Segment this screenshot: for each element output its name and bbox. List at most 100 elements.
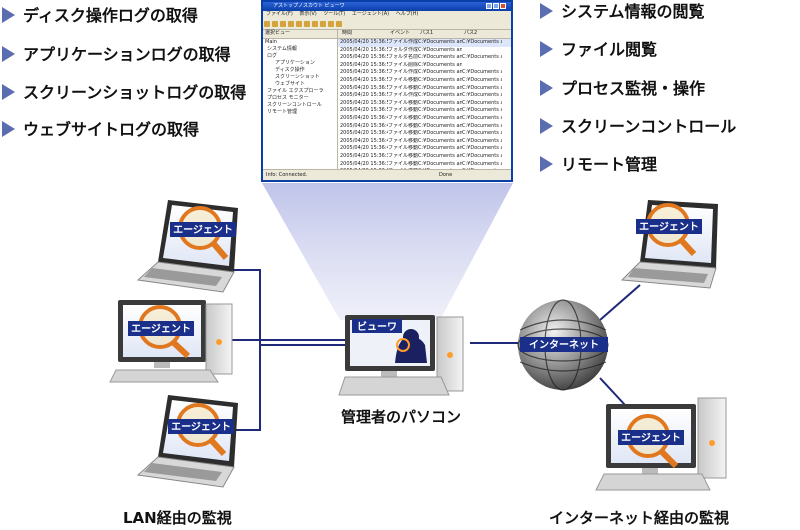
bullet-icon [2,46,15,62]
tree-item[interactable]: ディスク操作 [275,67,305,73]
table-cell: ファイル移動 [388,160,418,167]
bullet-icon [540,80,553,96]
tree-item[interactable]: アプリケーション [275,60,315,66]
table-cell: C:¥Documents and... [418,122,462,129]
tree-item[interactable]: システム情報 [267,46,297,52]
maximize-icon[interactable] [493,3,499,9]
feature-item-right: システム情報の閲覧 [540,2,705,22]
table-cell: ファイル削除 [388,61,418,68]
window-controls [485,3,509,10]
table-header: 時間 イベント パス1 パス2 [338,30,511,39]
internet-label: インターネット [529,339,599,351]
close-icon[interactable] [500,3,506,9]
viewer-statusbar: Info: Connected. Done [263,169,511,180]
table-cell: C:¥Documents and... [462,39,502,45]
tree-header: 選択ビュー [263,30,337,39]
table-cell: ファイル移動 [388,145,418,152]
table-cell: C:¥Documents and... [462,114,502,121]
tree-item[interactable]: スクリーンショット [275,74,320,80]
table-row[interactable]: 2005/04/20 15:36:50ファイル移動C:¥Documents an… [338,107,511,115]
toolbar-icon[interactable] [288,21,294,27]
table-row[interactable]: 2005/04/20 15:36:38ファイル移動C:¥Documents an… [338,153,511,161]
toolbar-icon[interactable] [280,21,286,27]
toolbar-icon[interactable] [264,21,270,27]
bullet-icon [540,118,553,134]
bullet-icon [2,84,15,100]
table-cell: C:¥Documents and... [418,39,462,45]
feature-item-right: ファイル閲覧 [540,40,657,60]
tree-item[interactable]: Main [265,39,277,45]
toolbar-icon[interactable] [328,21,334,27]
status-right: Done [439,172,453,178]
table-cell: C:¥Documents and... [462,69,502,76]
table-cell: ファイル移動 [388,152,418,159]
toolbar-icon[interactable] [272,21,278,27]
menu-agent[interactable]: エージェント(A) [351,11,390,17]
table-row[interactable]: 2005/04/20 15:36:52ファイル作成C:¥Documents an… [338,92,511,100]
table-row[interactable]: 2005/04/20 15:36:42ファイル移動C:¥Documents an… [338,138,511,146]
table-cell: 2005/04/20 15:36:58 [340,39,388,45]
table-cell: C:¥Documents and... [418,107,462,114]
minimize-icon[interactable] [486,3,492,9]
tree-item[interactable]: リモート管理 [267,109,298,115]
bullet-icon [2,7,15,23]
toolbar-icon[interactable] [304,21,310,27]
table-cell: 2005/04/20 15:36:51 [340,99,388,106]
table-cell: 2005/04/20 15:36:57 [340,69,388,76]
table-row[interactable]: 2005/04/20 15:36:57ファイル作成C:¥Documents an… [338,69,511,77]
table-row[interactable]: 2005/04/20 15:36:46ファイル移動C:¥Documents an… [338,123,511,131]
table-row[interactable]: 2005/04/20 15:36:36ファイル移動C:¥Documents an… [338,161,511,169]
table-cell: 2005/04/20 15:36:36 [340,160,388,167]
table-row[interactable]: 2005/04/20 15:36:48ファイル移動C:¥Documents an… [338,115,511,123]
toolbar-icon[interactable] [336,21,342,27]
table-row[interactable]: 2005/04/20 15:36:58フォルダ名前変更C:¥Documents … [338,54,511,62]
table-cell: 2005/04/20 15:36:42 [340,137,388,144]
column-header[interactable]: パス1 [420,30,434,36]
table-row[interactable]: 2005/04/20 15:36:58ファイル作成C:¥Documents an… [338,39,511,47]
viewer-label: ビューワ [357,320,397,333]
tree-item[interactable]: ログ [267,53,278,59]
tree-item[interactable]: ウェブサイト [275,81,306,87]
feature-item-right: リモート管理 [540,155,657,175]
table-cell: C:¥Documents and... [462,137,502,144]
table-row[interactable]: 2005/04/20 15:36:51ファイル移動C:¥Documents an… [338,100,511,108]
agent-label-3: エージェント [171,421,231,433]
table-cell: ファイル移動 [388,84,418,91]
table-row[interactable]: 2005/04/20 15:36:40ファイル移動C:¥Documents an… [338,145,511,153]
table-cell: 2005/04/20 15:36:56 [340,76,388,83]
viewer-title: アストップノスカウト ビューワ [273,3,345,9]
menu-help[interactable]: ヘルプ(H) [395,11,419,17]
table-cell: C:¥Documents and... [462,54,502,61]
table-cell: C:¥Documents and... [418,92,462,99]
column-header[interactable]: パス2 [464,30,478,36]
menu-view[interactable]: 表示(V) [299,11,317,17]
table-row[interactable]: 2005/04/20 15:36:58ファイル削除C:¥Documents an… [338,62,511,70]
tree-item[interactable]: プロセス モニター [267,95,309,101]
agent-labels: エージェント エージェント エージェント エージェント エージェント [128,219,702,445]
menu-tools[interactable]: ツール(T) [323,11,346,17]
table-cell: C:¥Documents and... [462,84,502,91]
toolbar-icon[interactable] [312,21,318,27]
table-cell: 2005/04/20 15:36:48 [340,114,388,121]
table-cell: C:¥Documents and... [462,76,502,83]
column-header[interactable]: イベント [390,30,411,36]
viewer-log-table: 時間 イベント パス1 パス2 2005/04/20 15:36:58ファイル作成C:… [338,30,511,174]
viewer-menubar: ファイル(F) 表示(V) ツール(T) エージェント(A) ヘルプ(H) [263,11,511,19]
table-row[interactable]: 2005/04/20 15:36:58フォルダ作成C:¥Documents an… [338,47,511,55]
agent-label-4: エージェント [639,221,699,233]
menu-file[interactable]: ファイル(F) [266,11,293,17]
toolbar-icon[interactable] [320,21,326,27]
table-cell: ファイル移動 [388,130,418,137]
table-cell: C:¥Documents and... [418,130,462,137]
table-row[interactable]: 2005/04/20 15:36:44ファイル移動C:¥Documents an… [338,130,511,138]
tree-item[interactable]: ファイル エクスプローラ [267,88,324,94]
column-header[interactable]: 時間 [342,30,353,36]
feature-item-left: スクリーンショットログの取得 [2,83,246,103]
table-row[interactable]: 2005/04/20 15:36:56ファイル移動C:¥Documents an… [338,77,511,85]
agent-label-2: エージェント [131,323,191,335]
feature-item-left: ディスク操作ログの取得 [2,6,198,26]
toolbar-icon[interactable] [296,21,302,27]
table-row[interactable]: 2005/04/20 15:36:54ファイル移動C:¥Documents an… [338,85,511,93]
table-cell: C:¥Documents and... [462,122,502,129]
tree-item[interactable]: スクリーンコントロール [267,102,322,108]
